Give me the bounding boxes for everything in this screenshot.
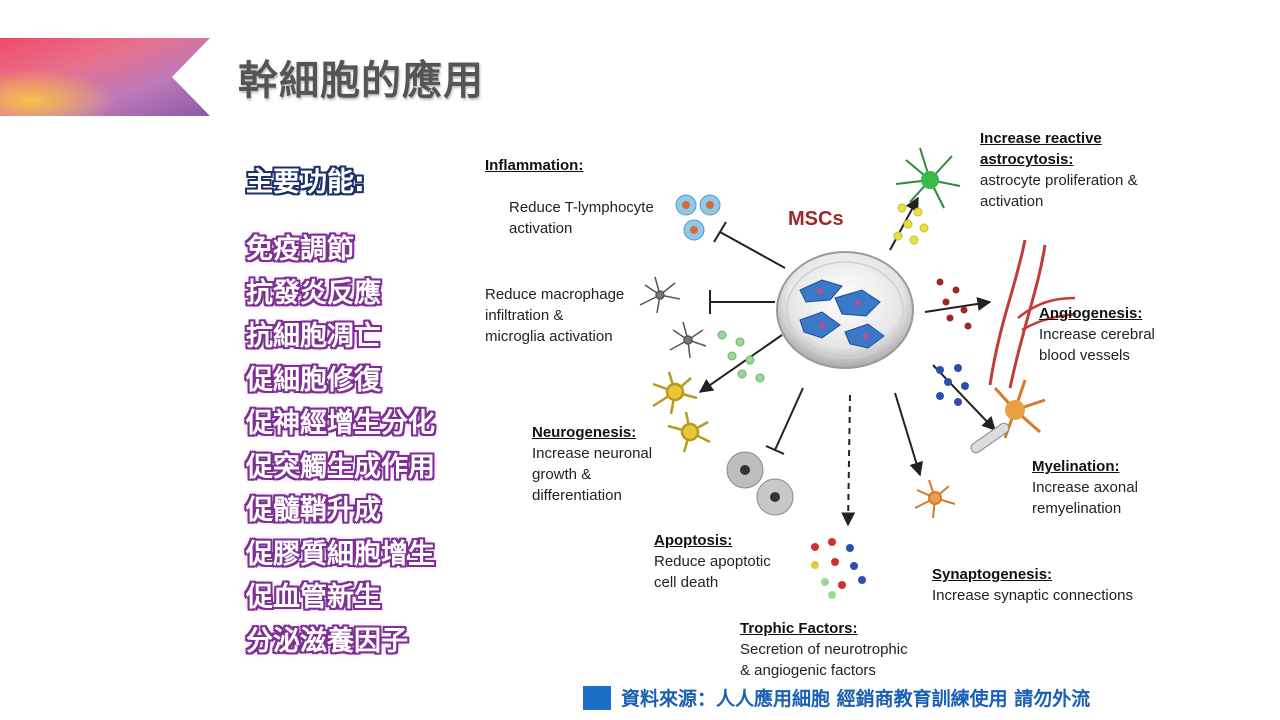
label-synaptogenesis: Synaptogenesis: Increase synaptic connec… (932, 564, 1133, 606)
label-desc: Reduce apoptotic (654, 553, 771, 570)
microglia-icon (639, 276, 707, 359)
label-desc: activation (980, 193, 1044, 210)
label-desc: infiltration & (485, 307, 564, 324)
label-desc: growth & (532, 466, 592, 483)
label-title: astrocytosis: (980, 151, 1074, 168)
label-desc: astrocyte proliferation & (980, 172, 1138, 189)
label-desc: blood vessels (1039, 347, 1130, 364)
label-desc: Increase axonal (1032, 479, 1138, 496)
label-desc: Reduce macrophage (485, 286, 625, 303)
label-desc: Secretion of neurotrophic (740, 641, 908, 658)
title-banner-decoration (0, 38, 210, 116)
label-desc: Reduce T-lymphocyte (509, 199, 654, 216)
label-title: Myelination: (1032, 458, 1120, 475)
function-item: 促細胞修復 (246, 364, 381, 396)
functions-list: 免疫調節 抗發炎反應 抗細胞凋亡 促細胞修復 促神經增生分化 促突觸生成作用 促… (246, 228, 435, 663)
function-item: 促髓鞘升成 (246, 495, 381, 526)
function-item: 免疫調節 (246, 234, 354, 265)
msc-nucleus-icon (817, 288, 869, 339)
angiogenic-dots-icon (936, 278, 972, 330)
msc-label: MSCs (788, 208, 844, 230)
label-apoptosis: Apoptosis: Reduce apoptotic cell death (654, 530, 771, 593)
label-title: Apoptosis: (654, 532, 733, 549)
label-trophic-factors: Trophic Factors: Secretion of neurotroph… (740, 618, 908, 681)
trophic-factor-icon (811, 538, 866, 599)
label-desc: remyelination (1032, 500, 1122, 517)
label-desc: Increase cerebral (1039, 326, 1155, 343)
function-item: 促血管新生 (246, 582, 381, 613)
label-desc: Increase synaptic connections (932, 587, 1133, 604)
apoptotic-cell-icon (726, 451, 794, 516)
slide-title: 幹細胞的應用 (238, 58, 484, 104)
function-item: 促膠質細胞增生 (246, 538, 435, 570)
astrocyte-dots-icon (893, 203, 929, 245)
t-lymphocyte-icon (675, 194, 721, 241)
label-title: Synaptogenesis: (932, 566, 1053, 583)
inhibition-lines (709, 221, 804, 455)
label-desc: cell death (654, 574, 719, 591)
label-angiogenesis: Angiogenesis: Increase cerebral blood ve… (1039, 303, 1155, 366)
source-square-icon (583, 685, 611, 710)
msc-effects-diagram: MSCs Inflammation: Reduce T-lymphocyte a… (470, 120, 1170, 690)
function-item: 抗細胞凋亡 (246, 321, 381, 352)
source-note: 資料來源：人人應用細胞 經銷商教育訓練使用 請勿外流 (583, 684, 1090, 711)
effect-arrows (698, 196, 996, 527)
label-astrocytosis: Increase reactive astrocytosis: astrocyt… (980, 128, 1138, 212)
label-inflammation: Inflammation: Reduce T-lymphocyte activa… (485, 155, 654, 239)
label-title: Angiogenesis: (1039, 305, 1143, 322)
label-title: Trophic Factors: (740, 620, 858, 637)
label-macrophage: Reduce macrophage infiltration & microgl… (485, 284, 624, 347)
label-desc: activation (509, 220, 573, 237)
synapse-neuron-icon (914, 479, 956, 519)
label-desc: Increase neuronal (532, 445, 653, 462)
blood-vessel-icon (988, 239, 1077, 389)
function-item: 促突觸生成作用 (246, 451, 435, 483)
label-title: Neurogenesis: (532, 424, 637, 441)
label-title: Inflammation: (485, 157, 584, 174)
label-title: Increase reactive (980, 130, 1102, 147)
label-desc: differentiation (532, 487, 622, 504)
function-item: 抗發炎反應 (246, 277, 381, 309)
function-item: 分泌滋養因子 (246, 625, 408, 657)
functions-heading: 主要功能: (246, 167, 365, 198)
label-myelination: Myelination: Increase axonal remyelinati… (1032, 456, 1138, 519)
neuron-icon (652, 371, 711, 453)
diagram-graphics (639, 147, 1077, 599)
label-neurogenesis: Neurogenesis: Increase neuronal growth &… (532, 422, 652, 506)
myelin-cell-icon (970, 379, 1046, 454)
myelin-dots-icon (936, 364, 969, 406)
factor-dots-icon (717, 330, 765, 383)
astrocyte-icon (895, 147, 961, 209)
function-item: 促神經增生分化 (246, 408, 435, 439)
label-desc: microglia activation (485, 328, 613, 345)
label-desc: & angiogenic factors (740, 662, 876, 679)
source-text: 資料來源：人人應用細胞 經銷商教育訓練使用 請勿外流 (621, 688, 1091, 710)
